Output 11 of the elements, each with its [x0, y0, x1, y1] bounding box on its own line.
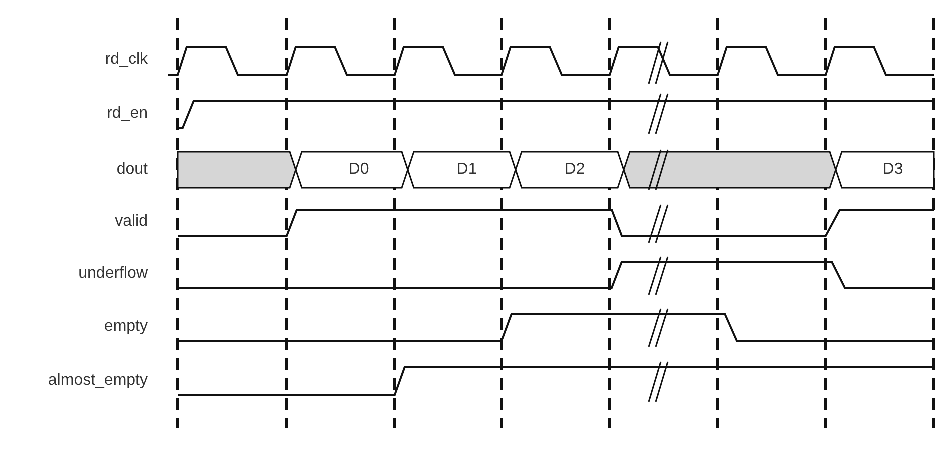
signal-name: empty [104, 318, 148, 336]
signal-name: dout [116, 161, 148, 179]
signal-name: valid [115, 213, 148, 231]
bus-value: D0 [348, 161, 370, 179]
signal-name: rd_en [107, 105, 148, 123]
bus-value: D3 [882, 161, 904, 179]
signal-name: almost_empty [48, 372, 148, 390]
signal-name: underflow [78, 265, 148, 283]
bus-value: D2 [564, 161, 586, 179]
bus-value: D1 [456, 161, 478, 179]
signal-name: rd_clk [105, 51, 148, 69]
